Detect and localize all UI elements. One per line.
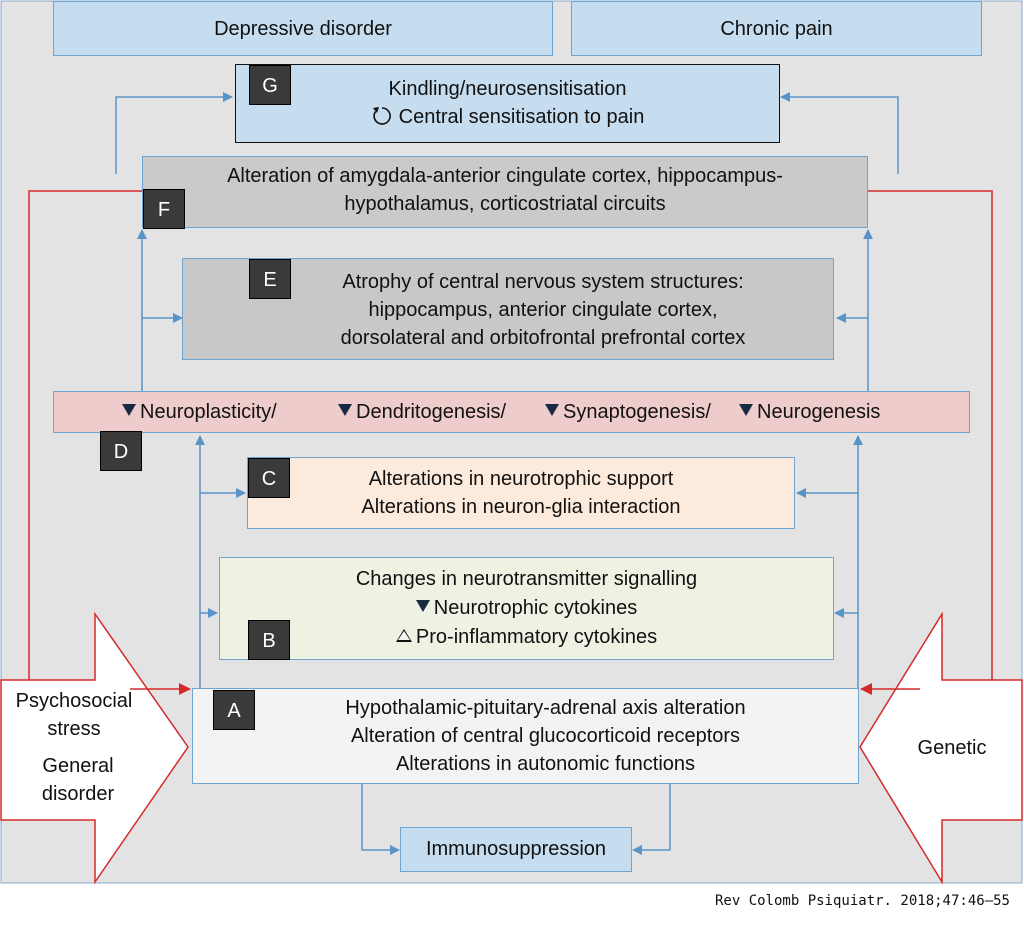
box-D: Neuroplasticity/ Dendritogenesis/ Synapt… [53,391,970,433]
immunosuppression-label: Immunosuppression [425,838,607,860]
box-G: Kindling/neurosensitisation Central sens… [235,64,780,143]
box-F-line1: Alteration of amygdala-anterior cingulat… [227,165,783,187]
D-item3-wrap: Synaptogenesis/ [545,392,711,432]
F-to-G-left [115,92,233,174]
box-A-line2: Alteration of central glucocorticoid rec… [350,725,741,747]
general-disorder-label: General disorder [3,752,153,808]
decrease-triangle-icon [338,404,352,416]
D-item3: Synaptogenesis/ [563,401,711,423]
tag-D: D [100,431,142,471]
box-G-line2-wrap: Central sensitisation to pain [236,103,779,131]
increase-triangle-icon [395,629,412,642]
D-item4-wrap: Neurogenesis [739,392,880,432]
tag-G: G [249,65,291,105]
box-A: Hypothalamic-pituitary-adrenal axis alte… [192,688,859,784]
box-B-line3: Pro-inflammatory cytokines [415,626,658,648]
tag-C: C [248,458,290,498]
right-arrow-line1: Genetic [917,737,987,759]
box-B: Changes in neurotransmitter signalling N… [219,557,834,660]
box-B-line3-wrap: Pro-inflammatory cytokines [220,623,833,652]
cycle-icon [372,107,391,125]
A-to-immuno-left [361,784,400,855]
decrease-triangle-icon [739,404,753,416]
red-line-right [868,190,993,680]
tag-F: F [143,189,185,229]
decrease-triangle-icon [122,404,136,416]
box-B-line2: Neurotrophic cytokines [433,597,638,619]
box-C: Alterations in neurotrophic support Alte… [247,457,795,529]
depressive-disorder-box: Depressive disorder [53,1,553,56]
box-E-line1: Atrophy of central nervous system struct… [342,271,744,293]
genetic-label: Genetic [900,734,1004,762]
box-G-line2: Central sensitisation to pain [398,106,645,128]
left-arrow-line3: General [42,755,114,777]
decrease-triangle-icon [415,600,430,612]
decrease-triangle-icon [545,404,559,416]
box-A-line1: Hypothalamic-pituitary-adrenal axis alte… [345,697,746,719]
D-item1-wrap: Neuroplasticity/ [122,392,277,432]
left-arrow-line1: Psychosocial [15,690,133,712]
box-E-line2: hippocampus, anterior cingulate cortex, [368,299,718,321]
box-G-line1: Kindling/neurosensitisation [388,78,627,100]
box-C-line1: Alterations in neurotrophic support [368,468,674,490]
D-item2: Dendritogenesis/ [356,401,507,423]
depressive-disorder-label: Depressive disorder [214,18,392,40]
tag-B: B [248,620,290,660]
chronic-pain-label: Chronic pain [720,18,833,40]
D-item4: Neurogenesis [757,401,881,423]
box-F-line2: hypothalamus, corticostriatal circuits [344,193,666,215]
box-F: Alteration of amygdala-anterior cingulat… [142,156,868,228]
left-arrow-line2: stress [47,718,101,740]
box-E-line3: dorsolateral and orbitofrontal prefronta… [340,327,746,349]
F-to-G-right [780,92,899,174]
tag-E: E [249,259,291,299]
box-C-line2: Alterations in neuron-glia interaction [361,496,681,518]
psychosocial-arrow-shape [0,611,189,885]
box-B-line2-wrap: Neurotrophic cytokines [220,594,833,623]
box-B-line1: Changes in neurotransmitter signalling [355,568,698,590]
tag-A: A [213,690,255,730]
psychosocial-label: Psychosocial stress [3,687,145,743]
left-arrow-line4: disorder [41,783,115,805]
chronic-pain-box: Chronic pain [571,1,982,56]
D-item2-wrap: Dendritogenesis/ [338,392,506,432]
genetic-arrow-shape [859,611,1023,885]
D-item1: Neuroplasticity/ [140,401,277,423]
citation: Rev Colomb Psiquiatr. 2018;47:46–55 [714,893,1010,909]
immunosuppression-box: Immunosuppression [400,827,632,872]
red-line-left [28,190,142,680]
A-to-immuno-right [632,784,671,855]
box-A-line3: Alterations in autonomic functions [395,753,696,775]
